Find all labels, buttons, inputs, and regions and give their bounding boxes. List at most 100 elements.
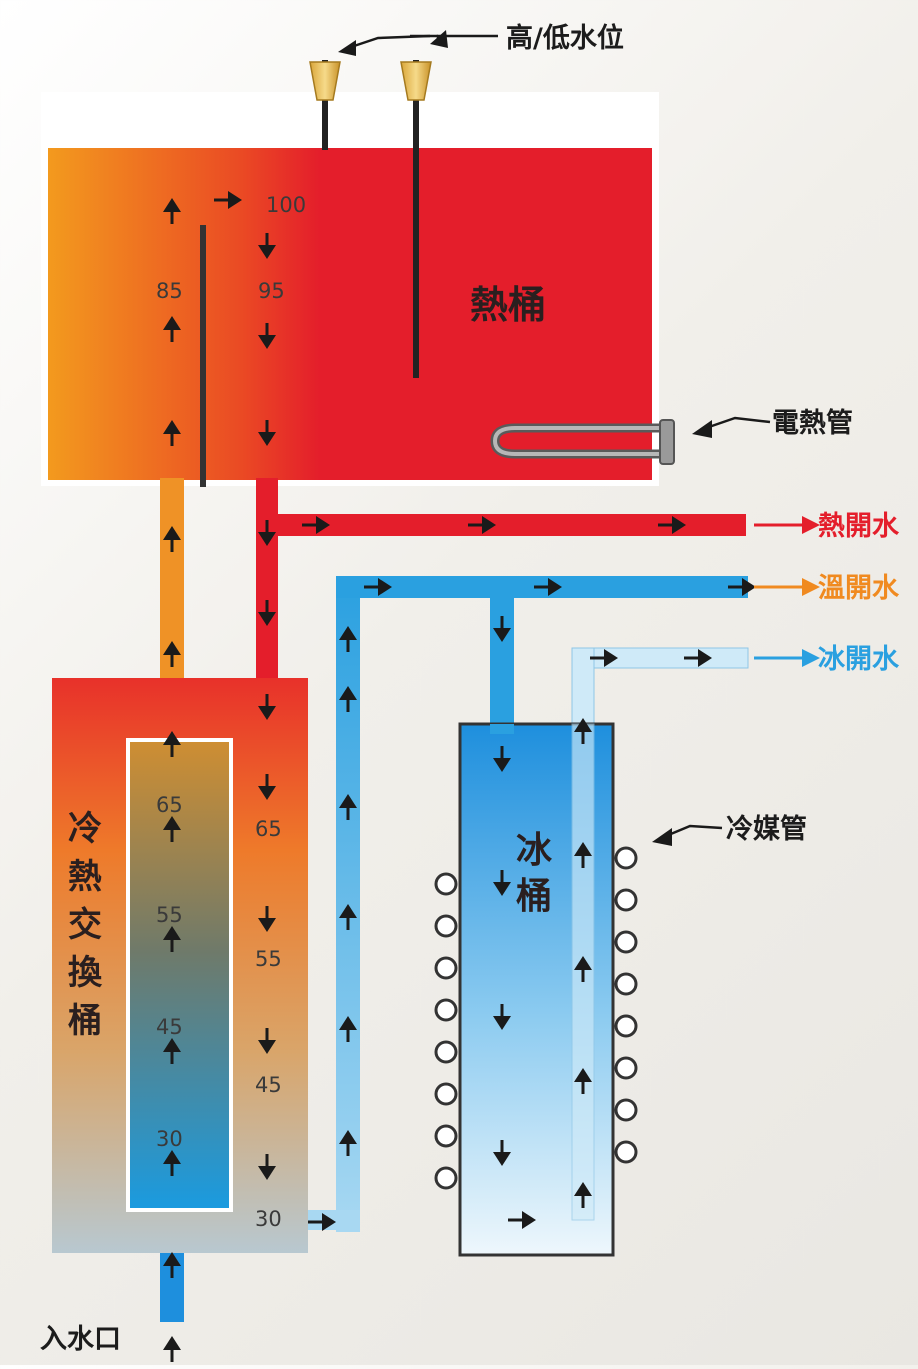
- refrigerant-coils: [434, 846, 638, 1190]
- flow-arrow-icon: [258, 1154, 276, 1180]
- coil-icon: [614, 1098, 638, 1122]
- flow-arrow-icon: [574, 842, 592, 868]
- ice-label-char: 桶: [516, 876, 552, 917]
- flow-arrow-icon: [364, 578, 392, 596]
- flow-arrow-icon: [574, 1068, 592, 1094]
- refrigerant-label: 冷媒管: [726, 813, 807, 845]
- flow-arrow-icon: [590, 649, 618, 667]
- flow-arrows: [163, 191, 756, 1362]
- temp-inner: 65: [156, 793, 183, 817]
- flow-arrow-icon: [163, 731, 181, 757]
- flow-arrow-icon: [339, 1016, 357, 1042]
- flow-arrow-icon: [258, 420, 276, 446]
- coil-icon: [614, 888, 638, 912]
- temp-outer: 65: [255, 817, 282, 841]
- flow-arrow-icon: [728, 578, 756, 596]
- flow-arrow-icon: [163, 1150, 181, 1176]
- flow-arrow-icon: [574, 718, 592, 744]
- hot-tank-label: 熱桶: [470, 283, 546, 327]
- flow-arrow-icon: [258, 906, 276, 932]
- warm-out-label: 溫開水: [818, 573, 900, 604]
- flow-arrow-icon: [302, 516, 330, 534]
- flow-arrow-icon: [258, 233, 276, 259]
- flow-arrow-icon: [339, 794, 357, 820]
- exchange-inner-tank: [126, 738, 233, 1212]
- ice-tank-label: 冰 桶: [516, 830, 553, 917]
- ice-feed-pipe: [490, 576, 514, 726]
- flow-arrow-icon: [258, 694, 276, 720]
- flow-arrow-icon: [163, 526, 181, 552]
- ice-label-char: 冰: [516, 830, 553, 871]
- flow-arrow-icon: [258, 774, 276, 800]
- water-level-probes: [309, 60, 432, 378]
- coil-icon: [434, 956, 458, 980]
- flow-arrow-icon: [258, 520, 276, 546]
- exchange-label-char: 熱: [68, 857, 102, 897]
- flow-arrow-icon: [684, 649, 712, 667]
- flow-arrow-icon: [508, 1211, 536, 1229]
- temp-inner: 30: [156, 1127, 183, 1151]
- ice-tank: [434, 722, 638, 1257]
- hot-tank-rim: [41, 92, 659, 486]
- flow-arrow-icon: [493, 746, 511, 772]
- coil-icon: [434, 914, 458, 938]
- coil-icon: [614, 1014, 638, 1038]
- coil-icon: [614, 846, 638, 870]
- exchange-label-char: 冷: [68, 809, 102, 849]
- temp-outer: 30: [255, 1207, 282, 1231]
- hot-out-label: 熱開水: [818, 511, 900, 542]
- coil-icon: [614, 1140, 638, 1164]
- flow-arrow-icon: [658, 516, 686, 534]
- flow-arrow-icon: [493, 1140, 511, 1166]
- coil-icon: [434, 998, 458, 1022]
- temp-outer: 45: [255, 1073, 282, 1097]
- flow-arrow-icon: [163, 198, 181, 224]
- flow-arrow-icon: [163, 641, 181, 667]
- flow-arrow-icon: [339, 1130, 357, 1156]
- exchange-label-char: 換: [68, 953, 103, 993]
- flow-arrow-icon: [163, 926, 181, 952]
- flow-arrow-icon: [163, 1038, 181, 1064]
- temp-95: 95: [258, 279, 285, 303]
- flow-arrow-icon: [258, 323, 276, 349]
- hot-tank-baffle: [200, 225, 206, 487]
- temp-inner: 45: [156, 1015, 183, 1039]
- flow-arrow-icon: [493, 1004, 511, 1030]
- flow-arrow-icon: [339, 626, 357, 652]
- temp-inner: 55: [156, 903, 183, 927]
- exchange-label-char: 交: [68, 905, 102, 945]
- coil-icon: [434, 1166, 458, 1190]
- flow-arrow-icon: [493, 616, 511, 642]
- coil-icon: [434, 872, 458, 896]
- coil-icon: [434, 1124, 458, 1148]
- flow-arrow-icon: [574, 1182, 592, 1208]
- flow-arrow-icon: [339, 686, 357, 712]
- hot-outlet-pipe: [256, 514, 746, 536]
- inlet-label: 入水口: [40, 1324, 121, 1355]
- flow-arrow-icon: [214, 191, 242, 209]
- coil-icon: [434, 1082, 458, 1106]
- heating-tube-label: 電熱管: [772, 408, 853, 439]
- cold-out-label: 冰開水: [818, 644, 900, 675]
- exchange-tank-label: 冷 熱 交 換 桶: [68, 809, 103, 1041]
- coil-icon: [614, 930, 638, 954]
- exchange-label-char: 桶: [68, 1001, 102, 1041]
- water-level-label: 高/低水位: [506, 22, 624, 54]
- flow-arrow-icon: [308, 1213, 336, 1231]
- temp-100: 100: [266, 193, 306, 217]
- flow-arrow-icon: [163, 1336, 181, 1362]
- temp-outer: 55: [255, 947, 282, 971]
- hot-tank: [41, 60, 675, 487]
- flow-arrow-icon: [534, 578, 562, 596]
- flow-arrow-icon: [163, 316, 181, 342]
- flow-arrow-icon: [163, 420, 181, 446]
- coil-icon: [614, 1056, 638, 1080]
- flow-arrow-icon: [258, 600, 276, 626]
- flow-arrow-icon: [163, 1252, 181, 1278]
- leader-lines: [338, 30, 820, 846]
- temp-85: 85: [156, 279, 183, 303]
- exchange-tank: [52, 678, 308, 1253]
- coil-icon: [434, 1040, 458, 1064]
